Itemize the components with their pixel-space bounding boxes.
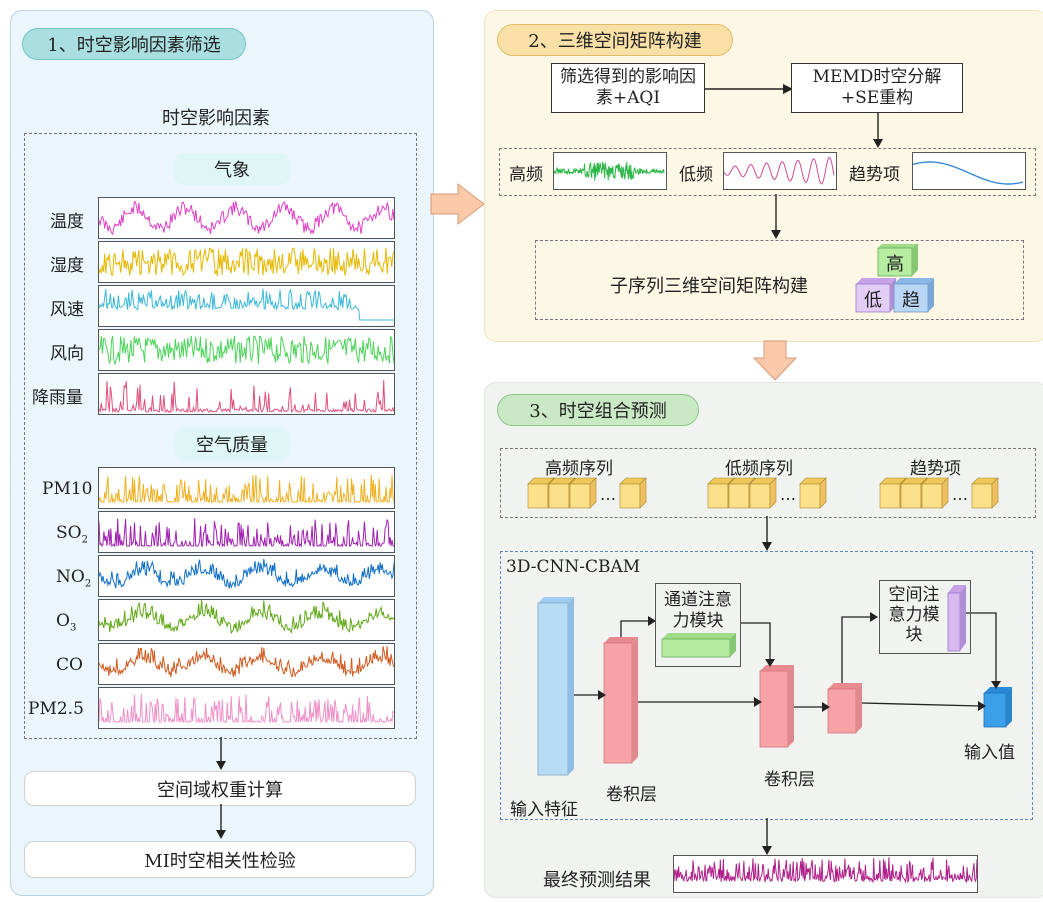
air-label-1: SO2 <box>56 523 88 546</box>
trend-label: 趋势项 <box>849 165 900 185</box>
air-signal-2 <box>98 555 395 597</box>
panel2-title: 2、三维空间矩阵构建 <box>497 24 733 56</box>
trend-signal <box>912 152 1026 190</box>
decomposition-dashed-box <box>499 148 1036 196</box>
high-freq-signal <box>553 152 667 190</box>
conv-layer-2-label: 卷积层 <box>764 770 815 790</box>
seq-cube <box>971 477 999 509</box>
weather-label-2: 风速 <box>50 300 84 320</box>
seq-cube <box>619 477 647 509</box>
arrow-decomp-down <box>771 194 781 239</box>
factors-title: 时空影响因素 <box>162 108 270 129</box>
matrix-cubes <box>855 244 934 313</box>
mi-correlation-step: MI时空相关性检验 <box>24 841 416 878</box>
seq-cube <box>921 477 949 509</box>
seq-cube <box>728 477 756 509</box>
final-result-label: 最终预测结果 <box>543 870 651 891</box>
matrix-dashed-box <box>535 240 1024 320</box>
conv-layer-3-block <box>827 683 862 734</box>
weather-label-4: 降雨量 <box>32 388 83 408</box>
weather-label-0: 温度 <box>50 212 84 232</box>
input-feature-block <box>537 597 574 776</box>
panel3-title: 3、时空组合预测 <box>497 394 699 426</box>
panel1-title: 1、时空影响因素筛选 <box>22 28 246 60</box>
high-freq-label: 高频 <box>509 165 543 185</box>
weather-signal-4 <box>98 373 395 415</box>
air-signal-0 <box>98 467 395 509</box>
arrow-model-down <box>762 818 772 855</box>
cube-low-label: 低 <box>864 290 882 311</box>
input-feature-label: 输入特征 <box>510 800 578 820</box>
arrow-filtered-to-memd <box>705 84 793 94</box>
seq-cube <box>569 477 597 509</box>
cube-high-label: 高 <box>886 254 904 275</box>
air-label-2: NO2 <box>56 567 92 590</box>
cnn-cbam-diagram <box>537 585 1012 776</box>
weather-signal-2 <box>98 285 395 327</box>
matrix-label: 子序列三维空间矩阵构建 <box>610 276 808 297</box>
arrow-panel2-to-panel3 <box>752 340 798 381</box>
conv-layer-1-block <box>603 637 638 764</box>
air-quality-header: 空气质量 <box>174 428 290 460</box>
seq-low-label: 低频序列 <box>725 459 793 479</box>
air-signal-5 <box>98 687 395 729</box>
weather-label-3: 风向 <box>50 344 84 364</box>
seq-cube <box>749 477 777 509</box>
arrow-seq-down <box>762 516 772 551</box>
seq-cube <box>527 477 555 509</box>
filtered-factors-box: 筛选得到的影响因素+AQI <box>551 63 705 113</box>
air-label-4: CO <box>56 655 83 675</box>
air-label-0: PM10 <box>42 479 93 499</box>
arrow-panel1-to-panel2 <box>430 182 485 226</box>
arrow-to-weight <box>216 737 226 770</box>
svg-text:…: … <box>600 485 616 504</box>
air-signal-3 <box>98 599 395 641</box>
cube-trend-label: 趋 <box>902 290 920 311</box>
arrow-memd-down <box>873 113 883 148</box>
spatial-attention-bar <box>947 585 966 652</box>
output-value-label: 输入值 <box>964 743 1015 763</box>
air-label-3: O3 <box>56 611 77 634</box>
weather-signal-1 <box>98 241 395 283</box>
final-result-signal <box>673 855 978 893</box>
conv-layer-2-block <box>759 665 794 748</box>
conv-layer-1-label: 卷积层 <box>606 785 657 805</box>
channel-attention-bar <box>661 633 736 658</box>
memd-decomposition-box: MEMD时空分解+SE重构 <box>791 63 963 113</box>
svg-text:…: … <box>780 485 796 504</box>
cube-high <box>877 244 918 277</box>
seq-high-label: 高频序列 <box>545 459 613 479</box>
spatial-weight-step: 空间域权重计算 <box>24 771 416 806</box>
seq-trend-label: 趋势项 <box>910 459 961 479</box>
svg-text:…: … <box>952 485 968 504</box>
model-title: 3D-CNN-CBAM <box>506 557 641 577</box>
weather-header: 气象 <box>174 153 290 185</box>
cube-trend <box>893 278 934 313</box>
weather-label-1: 湿度 <box>50 256 84 276</box>
sequence-cubes: … … … <box>527 477 999 509</box>
seq-cube <box>799 477 827 509</box>
output-cube <box>983 687 1012 728</box>
arrow-to-mi <box>216 804 226 839</box>
low-freq-label: 低频 <box>679 165 713 185</box>
low-freq-signal <box>723 152 837 190</box>
sequences-dashed-box <box>500 448 1036 518</box>
spatial-attention-module: 空间注意力模块 <box>879 580 971 654</box>
channel-attention-module: 通道注意力模块 <box>655 583 741 667</box>
weather-signal-3 <box>98 329 395 371</box>
air-signal-1 <box>98 511 395 553</box>
weather-signal-0 <box>98 197 395 239</box>
air-label-5: PM2.5 <box>28 699 84 719</box>
air-signal-4 <box>98 643 395 685</box>
